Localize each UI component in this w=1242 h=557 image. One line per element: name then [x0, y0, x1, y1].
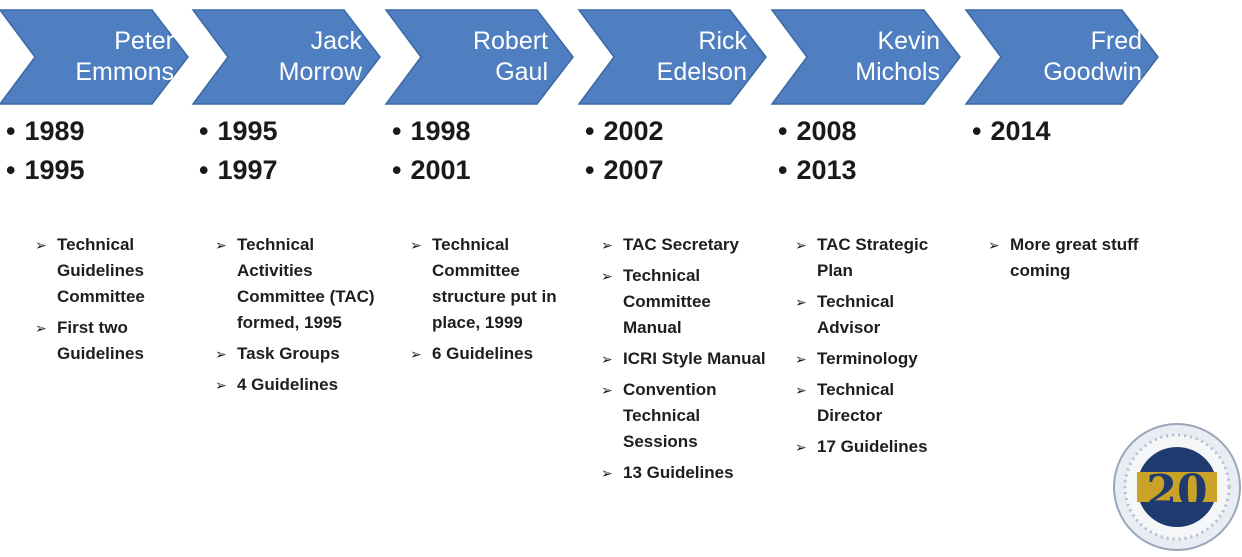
leader-first-name: Jack — [310, 27, 362, 55]
note-item: Technical Advisor — [795, 289, 955, 341]
chevron-2 — [191, 9, 381, 105]
year-item: 2001 — [392, 151, 470, 190]
year-item: 2008 — [778, 112, 856, 151]
leader-first-name: Fred — [1090, 27, 1142, 55]
leader-last-name: Morrow — [278, 58, 362, 86]
note-item: Terminology — [795, 346, 955, 372]
year-item: 1998 — [392, 112, 470, 151]
notes-list-3: Technical Committee structure put in pla… — [410, 232, 588, 372]
note-item: ICRI Style Manual — [601, 346, 773, 372]
year-item: 2014 — [972, 112, 1050, 151]
note-item: 17 Guidelines — [795, 434, 955, 460]
chevron-3 — [384, 9, 574, 105]
years-list-1: 1989 1995 — [6, 112, 84, 190]
year-item: 1995 — [199, 112, 277, 151]
leader-first-name: Peter — [114, 27, 174, 55]
note-item: TAC Secretary — [601, 232, 773, 258]
leader-last-name: Edelson — [656, 58, 747, 86]
leader-name-4: Rick Edelson — [619, 22, 747, 92]
seal-text: 20 — [1146, 466, 1207, 517]
years-list-2: 1995 1997 — [199, 112, 277, 190]
notes-list-1: Technical Guidelines Committee First two… — [35, 232, 155, 372]
note-item: 13 Guidelines — [601, 460, 773, 486]
notes-list-2: Technical Activities Committee (TAC) for… — [215, 232, 380, 403]
leader-name-1: Peter Emmons — [40, 22, 174, 92]
leader-name-3: Robert Gaul — [426, 22, 548, 92]
leader-name-5: Kevin Michols — [812, 22, 940, 92]
leader-name-2: Jack Morrow — [233, 22, 362, 92]
year-item: 1989 — [6, 112, 84, 151]
years-list-3: 1998 2001 — [392, 112, 470, 190]
chevron-5 — [770, 9, 961, 105]
year-item: 1997 — [199, 151, 277, 190]
year-item: 1995 — [6, 151, 84, 190]
leader-last-name: Gaul — [495, 58, 548, 86]
note-item: Technical Committee Manual — [601, 263, 773, 341]
timeline-chevrons — [0, 9, 1159, 105]
notes-list-6: More great stuff coming — [988, 232, 1163, 289]
note-item: Technical Guidelines Committee — [35, 232, 155, 310]
year-item: 2007 — [585, 151, 663, 190]
note-item: Convention Technical Sessions — [601, 377, 773, 455]
chevron-1 — [0, 9, 189, 105]
chevron-4 — [577, 9, 767, 105]
note-item: First two Guidelines — [35, 315, 155, 367]
year-item: 2013 — [778, 151, 856, 190]
note-item: Technical Activities Committee (TAC) for… — [215, 232, 380, 336]
leader-last-name: Emmons — [75, 58, 174, 86]
leader-first-name: Robert — [472, 27, 548, 55]
leader-last-name: Michols — [855, 58, 940, 86]
leader-last-name: Goodwin — [1043, 58, 1142, 86]
note-item: Technical Committee structure put in pla… — [410, 232, 588, 336]
note-item: 4 Guidelines — [215, 372, 380, 398]
notes-list-5: TAC Strategic Plan Technical Advisor Ter… — [795, 232, 955, 465]
years-list-5: 2008 2013 — [778, 112, 856, 190]
chevron-6 — [964, 9, 1159, 105]
years-list-6: 2014 — [972, 112, 1050, 151]
year-item: 2002 — [585, 112, 663, 151]
note-item: More great stuff coming — [988, 232, 1163, 284]
notes-list-4: TAC Secretary Technical Committee Manual… — [601, 232, 773, 491]
note-item: Task Groups — [215, 341, 380, 367]
anniversary-seal-icon: 20 — [1112, 422, 1241, 552]
years-list-4: 2002 2007 — [585, 112, 663, 190]
leader-first-name: Rick — [698, 27, 747, 55]
note-item: TAC Strategic Plan — [795, 232, 955, 284]
note-item: Technical Director — [795, 377, 955, 429]
note-item: 6 Guidelines — [410, 341, 588, 367]
leader-name-6: Fred Goodwin — [1006, 22, 1142, 92]
leader-first-name: Kevin — [877, 27, 940, 55]
